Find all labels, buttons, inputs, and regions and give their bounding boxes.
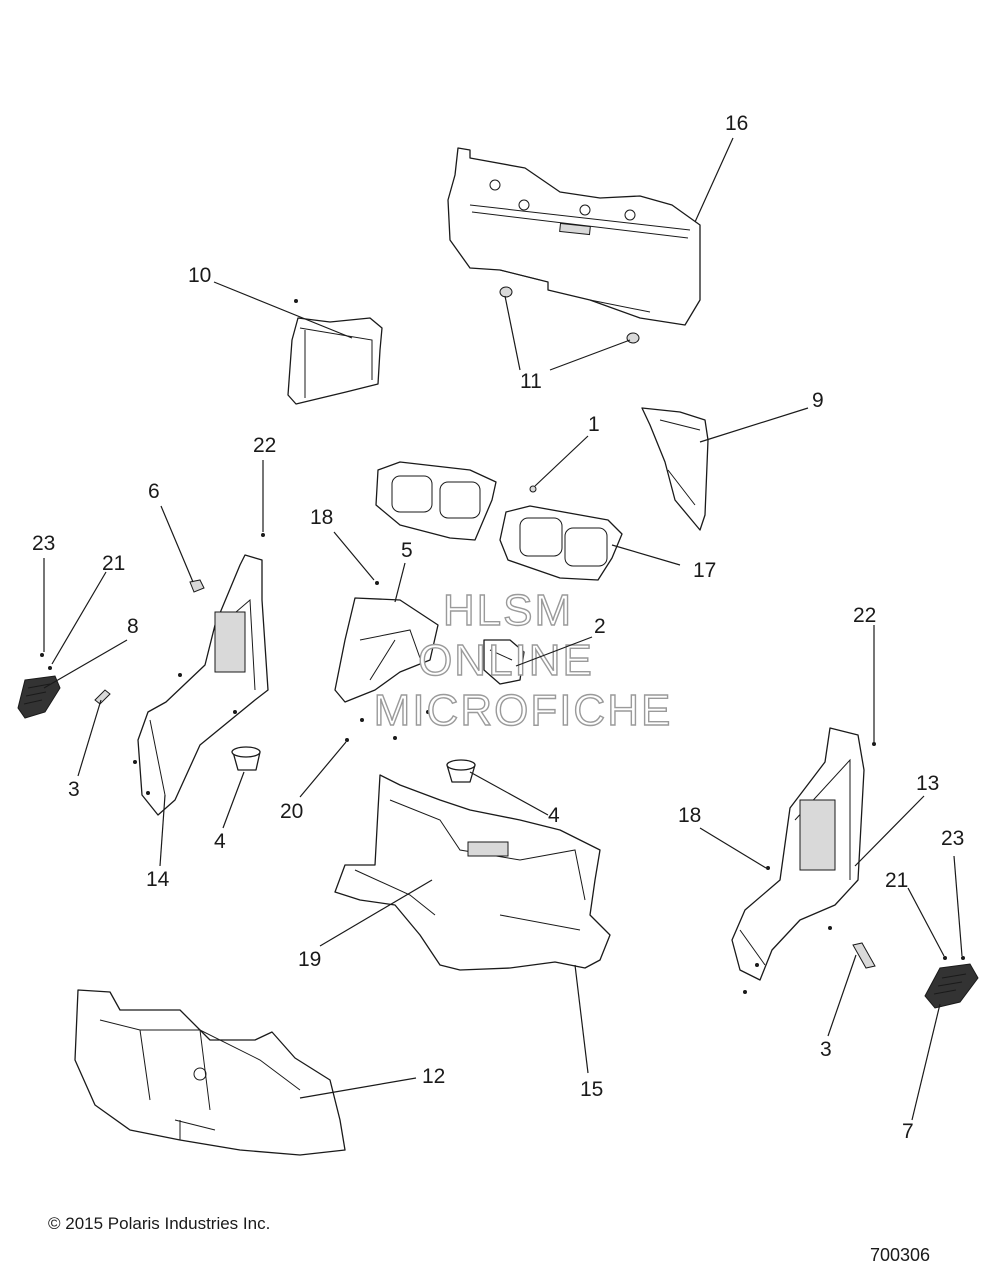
- callout-23-right: 23: [941, 827, 964, 850]
- callout-2: 2: [594, 615, 606, 638]
- callout-3-right: 3: [820, 1038, 832, 1061]
- part-10-side-panel: [287, 299, 383, 405]
- part-16-rear-panel: [447, 147, 701, 326]
- callout-17: 17: [693, 559, 716, 582]
- copyright-notice: © 2015 Polaris Industries Inc.: [48, 1214, 271, 1233]
- callout-16: 16: [725, 112, 748, 135]
- part-5-center-console: [334, 597, 439, 703]
- callout-22-right: 22: [853, 604, 876, 627]
- callout-14: 14: [146, 868, 170, 891]
- callout-1: 1: [588, 413, 600, 436]
- leader-lines: [43, 137, 963, 1121]
- part-2-bracket: [483, 639, 525, 685]
- callout-23-left: 23: [32, 532, 55, 555]
- part-8-step-plate: [17, 675, 61, 719]
- part-3-clips: [94, 689, 876, 969]
- callout-6: 6: [148, 480, 160, 503]
- watermark-line-3: MICROFICHE: [374, 686, 673, 735]
- watermark: HLSM ONLINE MICROFICHE: [373, 585, 673, 735]
- part-7-step-plate: [924, 963, 979, 1009]
- watermark-line-1: HLSM: [443, 586, 573, 635]
- callout-8: 8: [127, 615, 139, 638]
- callout-18-right: 18: [678, 804, 701, 827]
- callout-9: 9: [812, 389, 824, 412]
- callout-18-left: 18: [310, 506, 333, 529]
- callout-4-left: 4: [214, 830, 226, 853]
- callout-20: 20: [280, 800, 303, 823]
- callout-3-left: 3: [68, 778, 80, 801]
- callout-5: 5: [401, 539, 413, 562]
- callout-21-left: 21: [102, 552, 125, 575]
- part-13-right-side-panel: [731, 727, 865, 981]
- callout-21-right: 21: [885, 869, 908, 892]
- part-15-floor-panel: [334, 774, 611, 971]
- callout-12: 12: [422, 1065, 445, 1088]
- callout-22-left: 22: [253, 434, 276, 457]
- callout-19: 19: [298, 948, 321, 971]
- callout-10: 10: [188, 264, 211, 287]
- callout-11: 11: [520, 370, 542, 393]
- part-4-cups: [231, 746, 476, 783]
- callout-7: 7: [902, 1120, 914, 1143]
- small-fasteners: [40, 533, 965, 994]
- part-17-cupholder-trays: [375, 461, 623, 581]
- watermark-line-2: ONLINE: [418, 636, 594, 685]
- part-6-clip: [189, 579, 205, 593]
- diagram-id: 700306: [870, 1245, 931, 1265]
- part-9-side-panel: [641, 407, 709, 531]
- part-12-front-panel: [74, 989, 346, 1156]
- callout-13: 13: [916, 772, 939, 795]
- callouts: 16 10 11 9 1 22 6 18 5 17 23 21 8 2 22 3…: [32, 112, 964, 1143]
- part-14-left-side-panel: [137, 554, 269, 816]
- callout-15: 15: [580, 1078, 603, 1101]
- callout-4-right: 4: [548, 804, 560, 827]
